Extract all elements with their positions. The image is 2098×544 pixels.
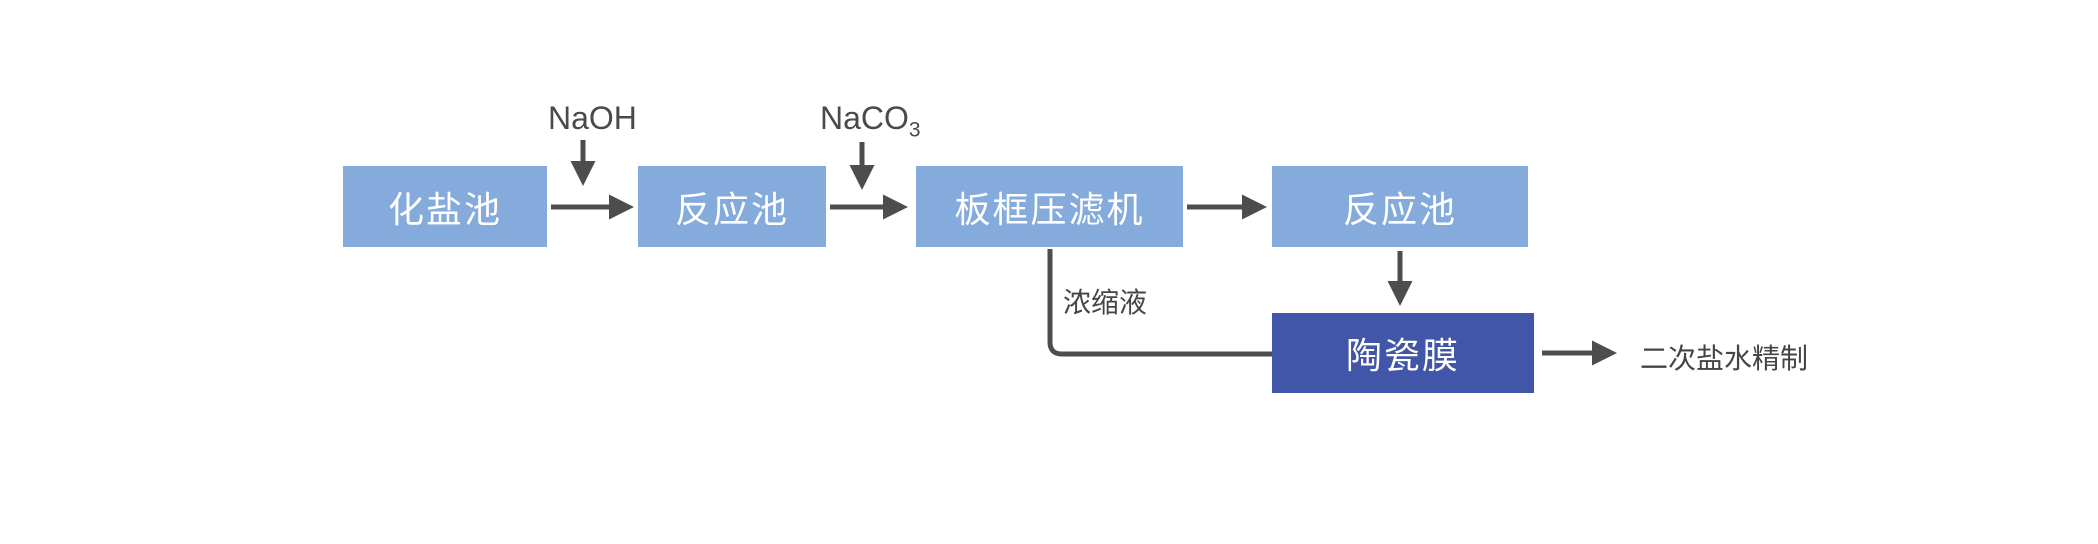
line-concentrate-to-ceramic-membrane xyxy=(1047,249,1272,357)
node-ceramic-membrane: 陶瓷膜 xyxy=(1272,313,1534,393)
node-plate-frame-filter-press: 板框压滤机 xyxy=(916,166,1183,247)
node-reaction-tank-1: 反应池 xyxy=(638,166,826,247)
node-reaction-tank-2: 反应池 xyxy=(1272,166,1528,247)
node-ceramic-membrane-label: 陶瓷膜 xyxy=(1345,335,1460,376)
label-output-secondary-brine-refining: 二次盐水精制 xyxy=(1640,343,1809,374)
node-salt-dissolving-tank: 化盐池 xyxy=(343,166,547,247)
label-naco3-subscript: 3 xyxy=(908,118,921,142)
node-reaction-tank-2-label: 反应池 xyxy=(1342,188,1457,230)
node-salt-dissolving-tank-label: 化盐池 xyxy=(387,188,502,230)
node-reaction-tank-1-label: 反应池 xyxy=(674,188,789,230)
label-concentrate: 浓缩液 xyxy=(1063,287,1148,318)
label-naco3: NaCO3 xyxy=(820,100,921,142)
label-naoh: NaOH xyxy=(548,100,637,136)
node-plate-frame-filter-press-label: 板框压滤机 xyxy=(954,188,1145,230)
